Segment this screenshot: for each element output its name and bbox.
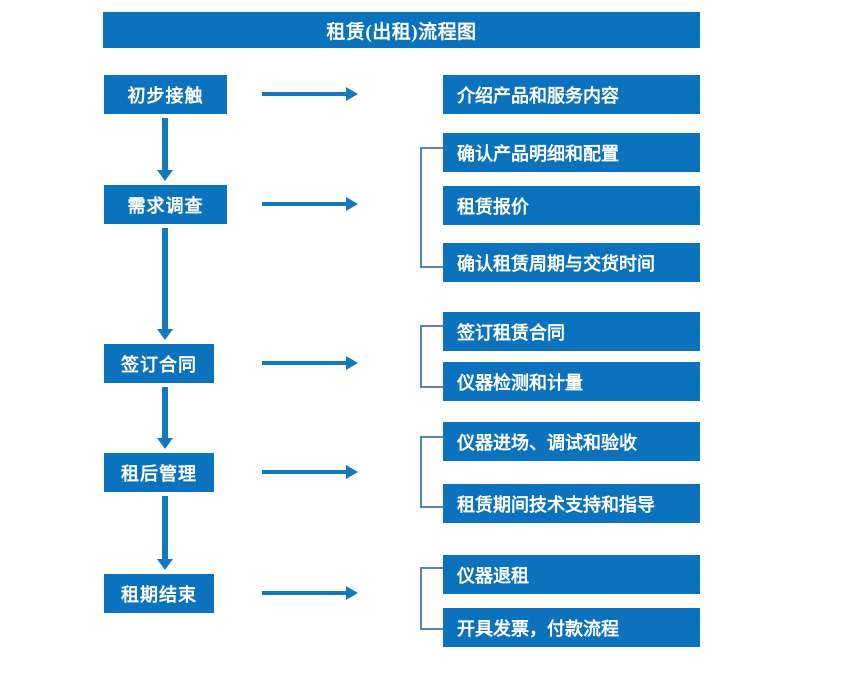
horizontal-arrow-2-icon [262,197,358,211]
flowchart-title-bar: 租赁(出租)流程图 [103,12,700,48]
page-title: 租赁(出租)流程图 [326,21,477,43]
horizontal-arrow-4-icon [262,465,358,479]
task-node-label: 仪器检测和计量 [457,372,583,393]
task-node-lease-quotation[interactable]: 租赁报价 [443,186,700,225]
stage-node-label: 需求调查 [127,195,204,216]
task-node-label: 租赁期间技术支持和指导 [457,494,655,515]
stage-node-initial-contact[interactable]: 初步接触 [104,75,227,114]
task-node-label: 仪器进场、调试和验收 [457,432,637,453]
horizontal-arrow-1-icon [262,87,358,101]
stage-node-lease-end[interactable]: 租期结束 [104,574,214,613]
task-node-label: 确认产品明细和配置 [457,143,619,164]
vertical-arrow-1-icon [157,118,173,181]
group-bracket-needs-survey-icon [420,147,443,268]
task-node-label: 确认租赁周期与交货时间 [457,253,655,274]
task-node-instrument-return[interactable]: 仪器退租 [443,555,700,594]
stage-node-sign-contract[interactable]: 签订合同 [104,344,214,383]
task-node-introduce-products[interactable]: 介绍产品和服务内容 [443,75,700,114]
task-node-label: 签订租赁合同 [457,322,565,343]
stage-node-post-lease-management[interactable]: 租后管理 [104,453,214,492]
task-node-instrument-inspection[interactable]: 仪器检测和计量 [443,362,700,401]
task-node-confirm-lease-period[interactable]: 确认租赁周期与交货时间 [443,243,700,282]
vertical-arrow-2-icon [157,228,173,340]
vertical-arrow-3-icon [157,387,173,449]
task-node-confirm-product-details[interactable]: 确认产品明细和配置 [443,133,700,172]
stage-node-label: 租后管理 [121,463,197,484]
vertical-arrow-4-icon [157,496,173,570]
stage-node-label: 初步接触 [127,85,204,106]
group-bracket-sign-contract-icon [420,325,443,388]
task-node-instrument-installation[interactable]: 仪器进场、调试和验收 [443,422,700,461]
horizontal-arrow-3-icon [262,356,358,370]
task-node-label: 开具发票，付款流程 [457,618,619,639]
group-bracket-post-lease-icon [420,436,443,508]
task-node-sign-lease-contract[interactable]: 签订租赁合同 [443,312,700,351]
stage-node-label: 租期结束 [121,584,197,605]
task-node-technical-support[interactable]: 租赁期间技术支持和指导 [443,484,700,523]
group-bracket-lease-end-icon [420,567,443,630]
stage-node-label: 签订合同 [121,354,197,375]
stage-node-needs-survey[interactable]: 需求调查 [104,185,227,224]
horizontal-arrow-5-icon [262,586,358,600]
task-node-label: 介绍产品和服务内容 [457,85,619,106]
task-node-label: 租赁报价 [457,196,529,217]
task-node-label: 仪器退租 [457,565,529,586]
task-node-invoice-payment[interactable]: 开具发票，付款流程 [443,608,700,647]
